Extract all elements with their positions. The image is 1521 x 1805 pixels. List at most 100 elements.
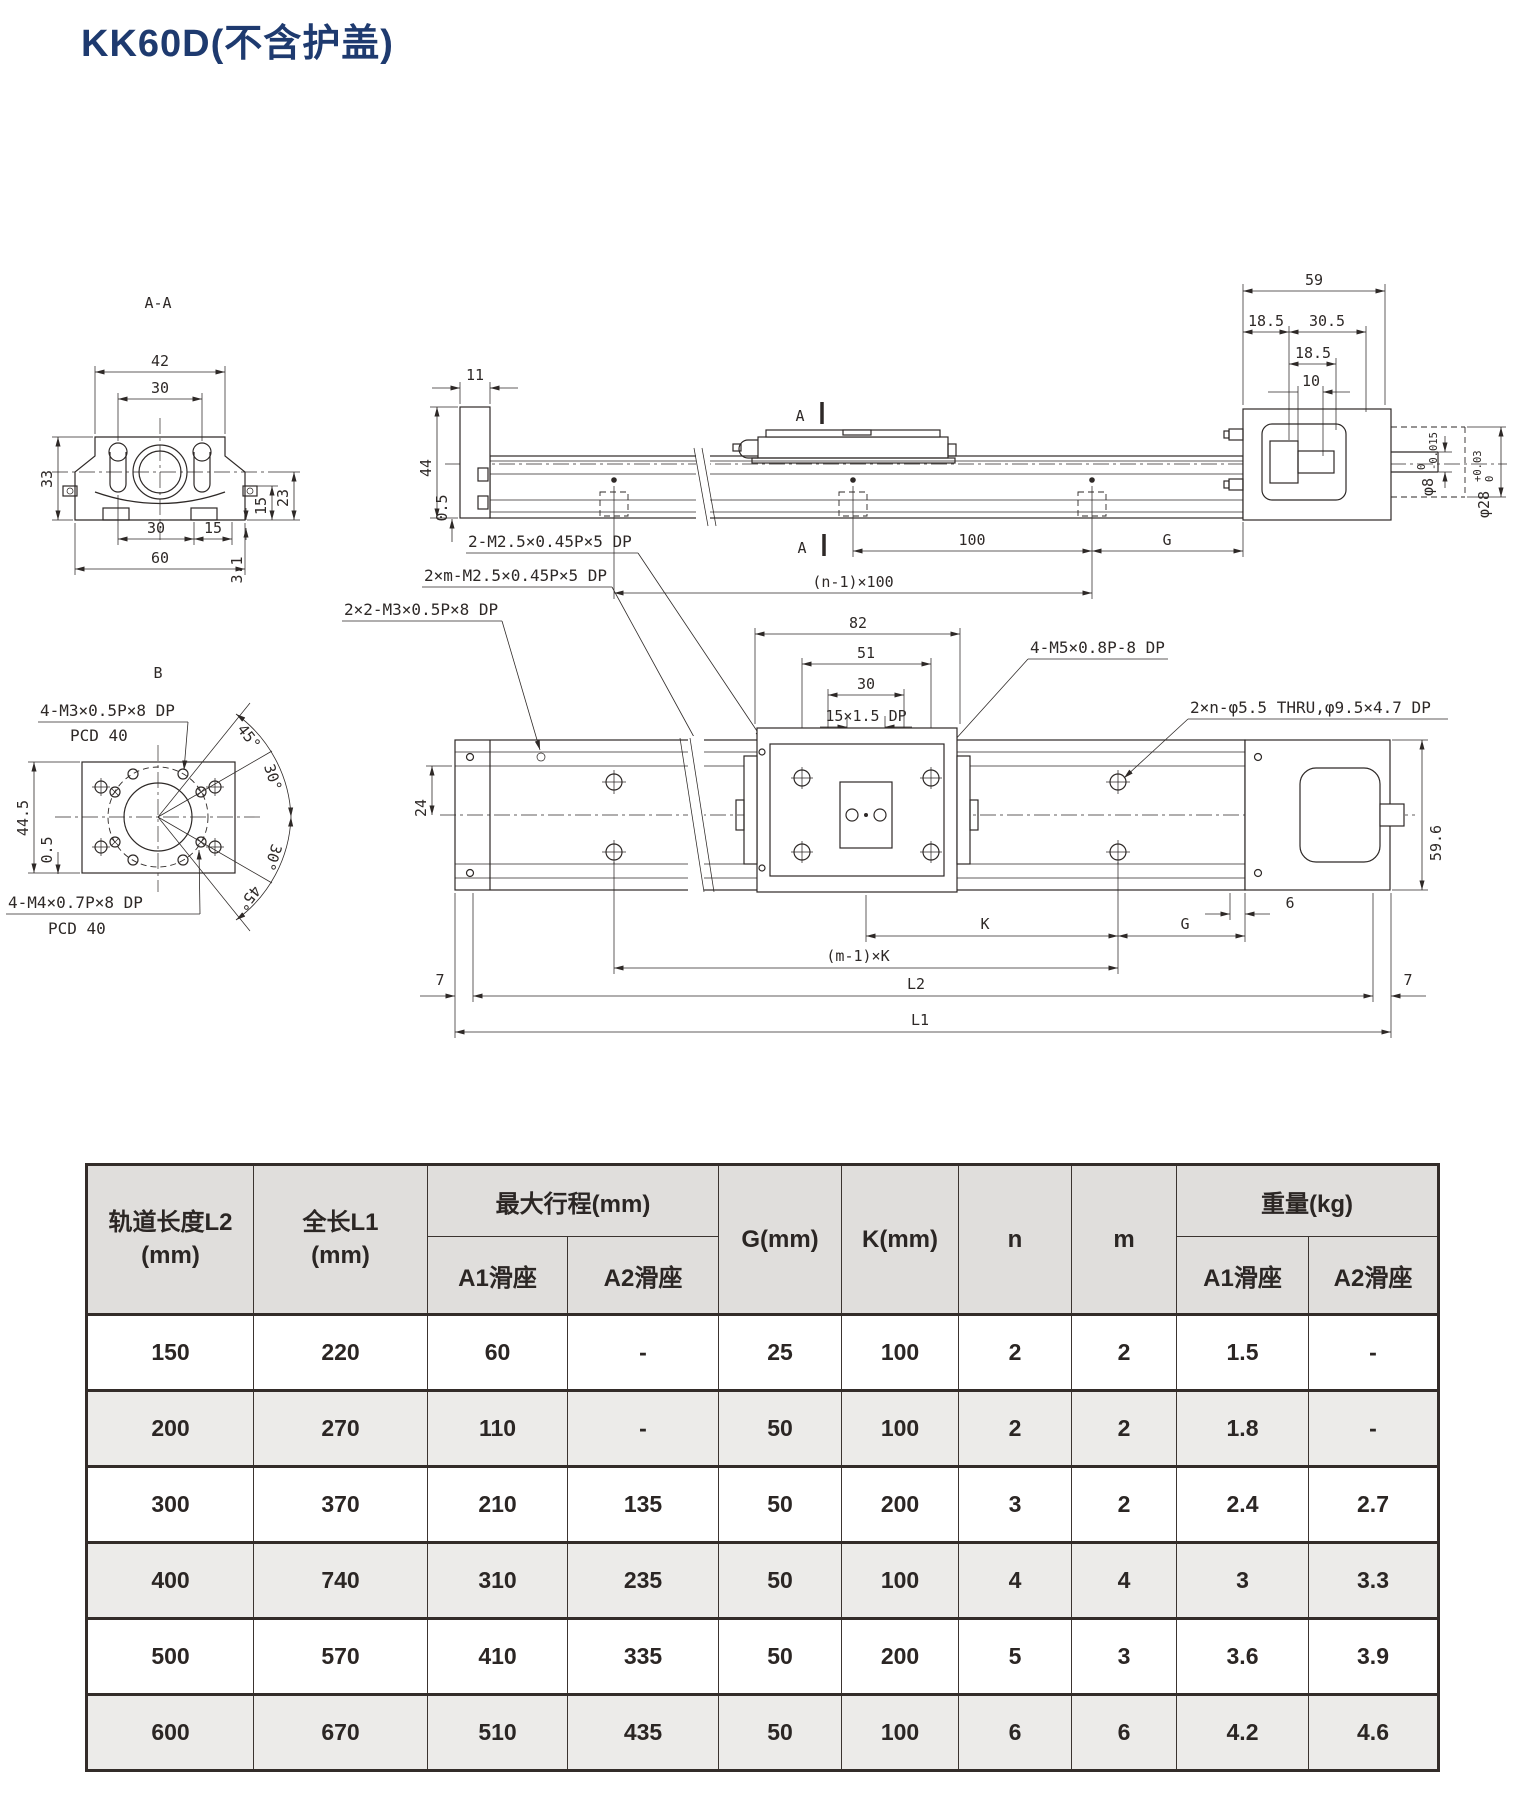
svg-text:-0.015: -0.015 [1428,432,1440,470]
table-cell: 50 [718,1541,843,1619]
dim-60: 60 [151,549,169,567]
table-cell: 510 [427,1693,568,1771]
section-marker-a-bottom: A [797,539,806,557]
table-cell: 1.5 [1176,1313,1310,1391]
dim-g-side: G [1162,531,1171,549]
table-cell: 3 [1176,1541,1310,1619]
table-cell: 2 [958,1313,1073,1391]
svg-text:φ28: φ28 [1475,491,1493,518]
dim-100: 100 [958,531,985,549]
dim-k: K [980,915,989,933]
dim-0-5-side: 0.5 [433,494,451,521]
table-cell: - [1308,1389,1440,1467]
section-aa-label: A-A [144,294,171,312]
header-weight: 重量(kg) [1176,1164,1440,1237]
table-cell: 2.4 [1176,1465,1310,1543]
table-cell: 6 [958,1693,1073,1771]
section-view-aa: A-A 42 30 33 23 15 30 [38,294,300,584]
dim-7-left: 7 [435,971,444,989]
dim-dia28: φ28 +0.03 0 [1472,450,1496,518]
callout-4m3-pcd: PCD 40 [70,726,128,745]
table-cell: 4.2 [1176,1693,1310,1771]
table-cell: 200 [86,1389,254,1467]
table-cell: 4.6 [1308,1693,1440,1771]
dim-51: 51 [857,644,875,662]
table-cell: 300 [86,1465,254,1543]
angle-30-top: 30° [260,762,285,793]
callout-4m4-pcd: PCD 40 [48,919,106,938]
callout-4-m5: 4-M5×0.8P-8 DP [1030,638,1165,657]
dim-6: 6 [1285,894,1294,912]
table-cell: 25 [718,1313,843,1391]
dim-dia8: φ8 0 -0.015 [1416,432,1440,496]
table-cell: 1.8 [1176,1389,1310,1467]
callout-2x2-m3: 2×2-M3×0.5P×8 DP [344,600,498,619]
table-cell: 3.6 [1176,1617,1310,1695]
view-b-label: B [153,664,162,682]
dim-l1: L1 [911,1011,929,1029]
table-cell: 5 [958,1617,1073,1695]
page-title: KK60D(不含护盖) [81,23,394,65]
table-cell: 670 [253,1693,428,1771]
table-cell: 100 [841,1313,960,1391]
table-cell: 50 [718,1617,843,1695]
dim-0-5-b: 0.5 [38,836,56,863]
table-cell: 100 [841,1693,960,1771]
table-cell: 2 [1071,1465,1178,1543]
table-cell: 740 [253,1541,428,1619]
dim-3-1: 3.1 [228,556,246,583]
table-cell: 4 [1071,1541,1178,1619]
dim-18-5-a: 18.5 [1248,312,1284,330]
table-cell: 2 [1071,1313,1178,1391]
table-cell: 3.3 [1308,1541,1440,1619]
dim-18-5-b: 18.5 [1295,344,1331,362]
dim-7-right: 7 [1403,971,1412,989]
dim-30-5: 30.5 [1309,312,1345,330]
header-m: m [1071,1164,1178,1315]
header-n: n [958,1164,1073,1315]
table-cell: 135 [566,1465,720,1543]
dim-30-plan: 30 [857,675,875,693]
table-cell: 435 [566,1693,720,1771]
table-cell: 110 [427,1389,568,1467]
table-cell: 3 [958,1465,1073,1543]
table-cell: 50 [718,1693,843,1771]
svg-text:+0.03: +0.03 [1472,450,1484,482]
table-cell: - [566,1389,720,1467]
dim-82: 82 [849,614,867,632]
svg-text:φ8: φ8 [1419,478,1437,496]
side-elevation-view: A A 11 44 0.5 100 G (n-1)×100 [417,271,1507,599]
angle-30-bottom: 30° [260,842,285,873]
dim-15x1-5: 15×1.5 DP [825,707,906,725]
callout-4m4: 4-M4×0.7P×8 DP [8,893,143,912]
table-cell: 6 [1071,1693,1178,1771]
table-cell: - [1308,1313,1440,1391]
table-cell: 220 [253,1313,428,1391]
table-cell: 60 [427,1313,568,1391]
table-cell: - [566,1313,720,1391]
header-total-length: 全长L1(mm) [253,1164,428,1315]
table-cell: 150 [86,1313,254,1391]
table-cell: 570 [253,1617,428,1695]
dim-11: 11 [466,366,484,384]
header-stroke-a2: A2滑座 [566,1236,720,1315]
callout-2m-m25: 2×m-M2.5×0.45P×5 DP [424,566,607,585]
header-weight-a1: A1滑座 [1176,1236,1310,1315]
header-k: K(mm) [841,1164,960,1315]
table-cell: 2.7 [1308,1465,1440,1543]
callout-2n-drill: 2×n-φ5.5 THRU,φ9.5×4.7 DP [1190,698,1431,717]
dim-g-plan: G [1180,915,1189,933]
table-cell: 4 [958,1541,1073,1619]
table-cell: 310 [427,1541,568,1619]
table-cell: 50 [718,1465,843,1543]
section-marker-a-top: A [795,407,804,425]
table-cell: 270 [253,1389,428,1467]
table-cell: 210 [427,1465,568,1543]
svg-text:0: 0 [1484,476,1496,482]
